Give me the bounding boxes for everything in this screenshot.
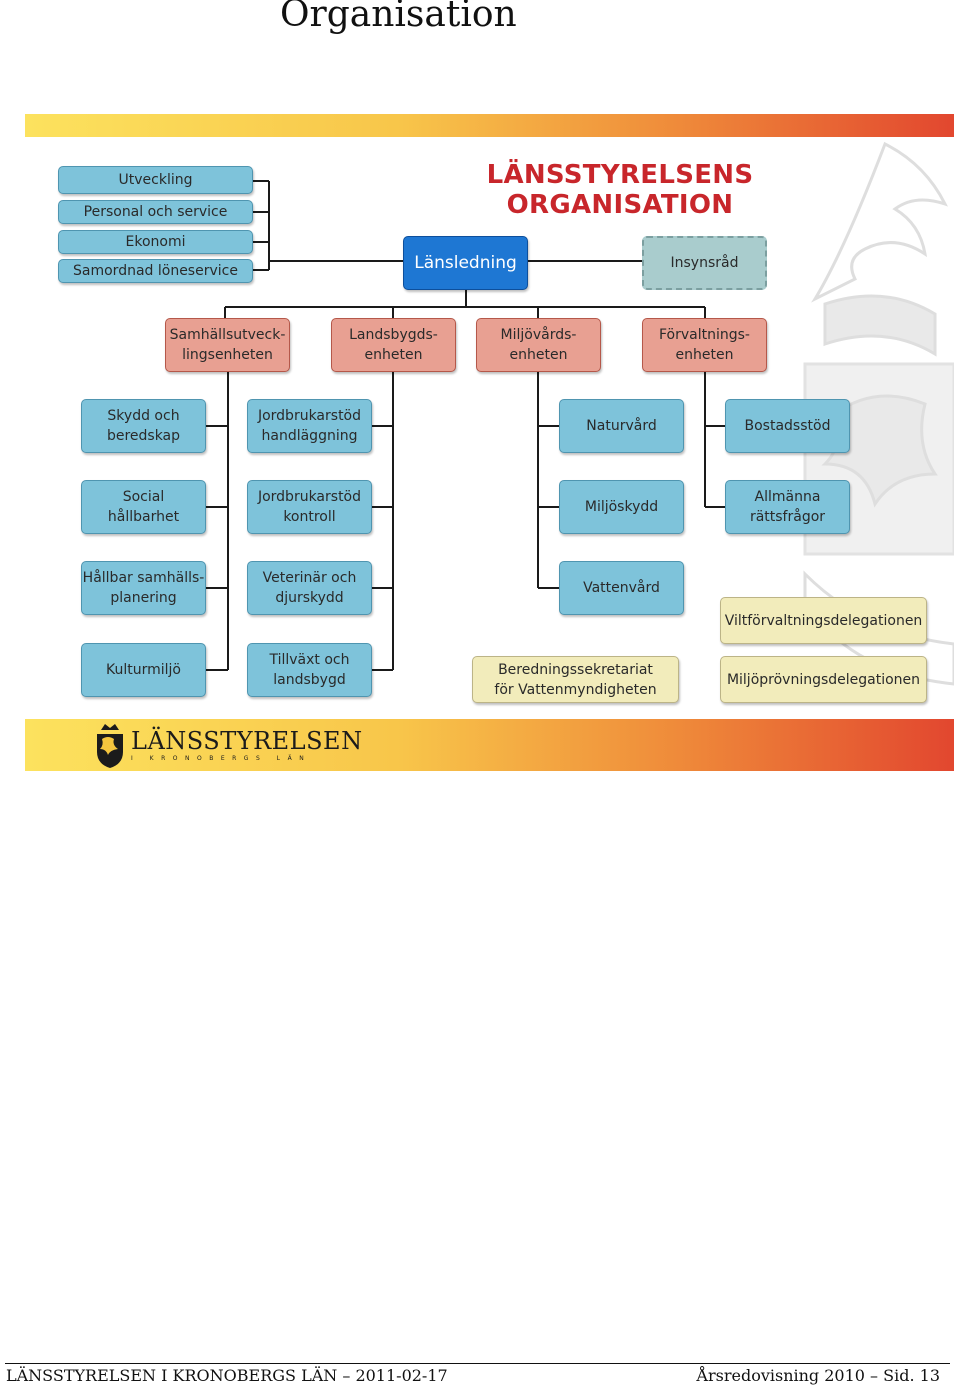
crest-icon (97, 724, 123, 768)
unit-samordnad-loneservice: Samordnad löneservice (58, 259, 253, 283)
logo-subtitle: I KRONOBERGS LÄN (131, 754, 312, 762)
lansstyrelsen-logo: LÄNSSTYRELSEN I KRONOBERGS LÄN (95, 720, 363, 770)
delegation-miljoprovning: Miljöprövningsdelegationen (720, 656, 927, 703)
footer-right-text: Årsredovisning 2010 – Sid. 13 (696, 1366, 940, 1385)
chart-heading: LÄNSSTYRELSENS ORGANISATION (486, 160, 754, 220)
footer-divider (5, 1363, 950, 1364)
unit-tillvaxt-och-landsbygd: Tillväxt och landsbygd (247, 643, 372, 697)
unit-jordbrukarstod-kontroll: Jordbrukarstöd kontroll (247, 480, 372, 534)
unit-skydd-och-beredskap: Skydd och beredskap (81, 399, 206, 453)
unit-personal-och-service: Personal och service (58, 200, 253, 224)
footer-left-text: LÄNSSTYRELSEN I KRONOBERGS LÄN – 2011-02… (6, 1366, 448, 1385)
page-title: Organisation (280, 0, 517, 35)
gradient-bar-top (25, 114, 954, 137)
unit-utveckling: Utveckling (58, 166, 253, 194)
dept-forvaltning: Förvaltnings- enheten (642, 318, 767, 372)
unit-social-hallbarhet: Social hållbarhet (81, 480, 206, 534)
dept-samhallsutveckling: Samhällsutveck- lingsenheten (165, 318, 290, 372)
delegation-viltforvaltning: Viltförvaltningsdelegationen (720, 597, 927, 644)
gradient-bar-bottom (25, 719, 954, 771)
unit-jordbrukarstod-handlaggning: Jordbrukarstöd handläggning (247, 399, 372, 453)
org-chart: LÄNSSTYRELSENS ORGANISATION (25, 114, 954, 771)
unit-hallbar-samhallsplanering: Hållbar samhälls- planering (81, 561, 206, 615)
unit-vattenvard: Vattenvård (559, 561, 684, 615)
unit-ekonomi: Ekonomi (58, 230, 253, 254)
dept-landsbygd: Landsbygds- enheten (331, 318, 456, 372)
logo-name: LÄNSSTYRELSEN (131, 726, 363, 755)
leadership-box: Länsledning (403, 236, 528, 290)
connector-lines (206, 180, 725, 671)
unit-miljoskydd: Miljöskydd (559, 480, 684, 534)
dept-miljovard: Miljövårds- enheten (476, 318, 601, 372)
unit-kulturmiljo: Kulturmiljö (81, 643, 206, 697)
unit-veterinar-och-djurskydd: Veterinär och djurskydd (247, 561, 372, 615)
advisory-board-box: Insynsråd (642, 236, 767, 290)
unit-bostadsstod: Bostadsstöd (725, 399, 850, 453)
secretariat-vattenmyndigheten: Beredningssekretariat för Vattenmyndighe… (472, 656, 679, 703)
unit-naturvard: Naturvård (559, 399, 684, 453)
unit-allmanna-rattsfragor: Allmänna rättsfrågor (725, 480, 850, 534)
